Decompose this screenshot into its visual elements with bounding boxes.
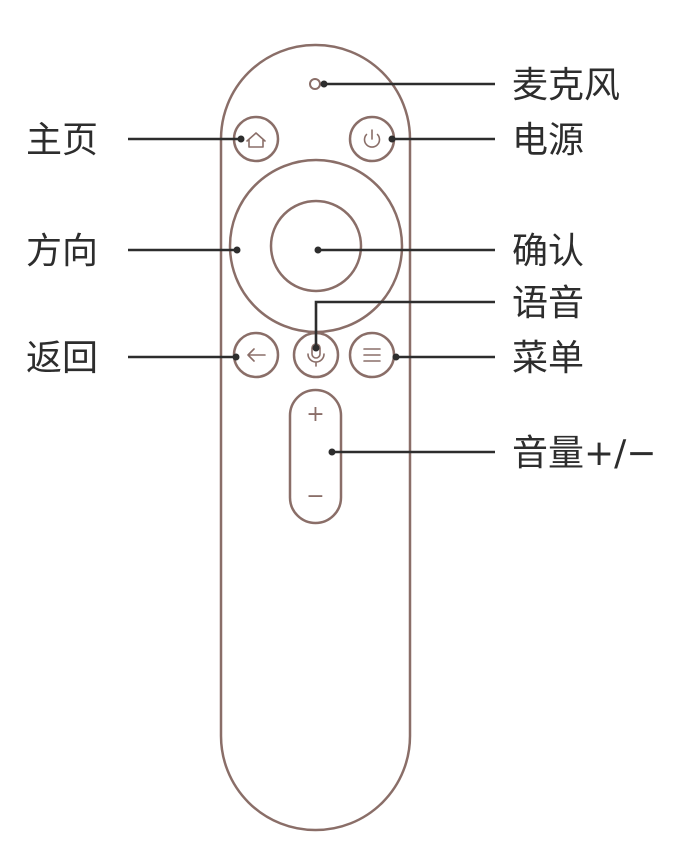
label-back: 返回 (26, 338, 98, 379)
confirm-button[interactable] (269, 199, 363, 293)
power-button[interactable] (348, 115, 396, 163)
leader-lines (128, 80, 495, 456)
label-confirm: 确认 (512, 231, 584, 272)
menu-lines-icon (363, 348, 381, 362)
volume-plus-sign: + (306, 402, 324, 427)
microphone-hole (309, 78, 321, 90)
leader-voice (314, 300, 495, 348)
menu-button[interactable] (348, 331, 396, 379)
label-microphone: 麦克风 (512, 65, 620, 106)
home-icon (246, 132, 266, 148)
label-menu: 菜单 (512, 338, 584, 379)
power-icon (363, 129, 381, 148)
back-button[interactable] (232, 331, 280, 379)
volume-minus-sign: − (306, 484, 324, 509)
label-power: 电源 (512, 120, 584, 161)
volume-rocker[interactable]: + − (288, 388, 343, 525)
remote-body (219, 43, 412, 832)
label-volume: 音量+/− (512, 433, 656, 474)
label-voice: 语音 (512, 283, 584, 324)
back-arrow-icon (247, 348, 266, 362)
label-home: 主页 (26, 120, 98, 161)
label-direction: 方向 (26, 231, 98, 272)
